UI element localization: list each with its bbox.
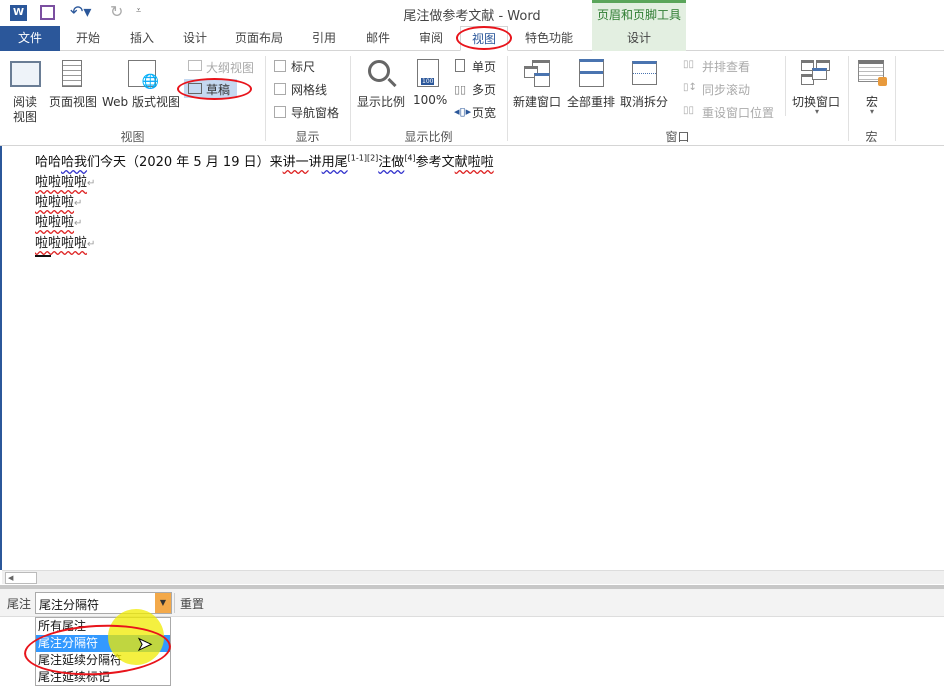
new-window-label: 新建窗口 — [513, 95, 562, 109]
nav-pane-checkbox[interactable] — [274, 106, 286, 118]
tab-references[interactable]: 引用 — [311, 31, 336, 45]
endnote-pane-label: 尾注 — [7, 597, 32, 611]
macros-icon — [858, 60, 887, 86]
group-label-show: 显示 — [295, 130, 320, 144]
group-label-views: 视图 — [120, 130, 145, 144]
zoom-label: 显示比例 — [357, 95, 406, 109]
chevron-down-icon[interactable]: ▼ — [155, 593, 171, 613]
document-line-1: 哈哈哈我们今天（2020 年 5 月 19 日）来讲一讲用尾[1-1][2]注做… — [35, 153, 494, 170]
arrange-all-icon — [579, 59, 604, 87]
annotation-circle — [177, 78, 252, 100]
arrange-all-label: 全部重排 — [567, 95, 616, 109]
switch-windows-icon — [801, 60, 831, 86]
tab-review[interactable]: 审阅 — [418, 31, 443, 45]
dropdown-arrow-icon: ▾ — [870, 107, 875, 116]
tab-file[interactable]: 文件 — [0, 26, 60, 51]
one-page-icon — [455, 59, 465, 72]
web-page-icon: 🌐 — [128, 60, 159, 90]
nav-pane-label: 导航窗格 — [291, 106, 340, 120]
option-all-endnotes[interactable]: 所有尾注 — [38, 619, 87, 633]
one-page-button[interactable]: 单页 — [472, 60, 497, 74]
tab-header-footer-design[interactable]: 设计 — [592, 26, 686, 51]
word-logo-icon: W — [10, 5, 27, 21]
outline-icon — [188, 60, 202, 71]
group-label-window: 窗口 — [665, 130, 690, 144]
reset-position-button[interactable]: 重设窗口位置 — [702, 106, 775, 120]
gridlines-checkbox[interactable] — [274, 83, 286, 95]
option-continuation-separator[interactable]: 尾注延续分隔符 — [38, 653, 123, 667]
page-width-icon: ◂▯▸ — [454, 105, 472, 118]
sync-scroll-icon: ▯↕ — [683, 82, 697, 93]
customize-qat-icon[interactable]: ⩡ — [136, 6, 142, 16]
document-line-3: 啦啦啦↵ — [35, 195, 83, 210]
ribbon: 阅读 视图 页面视图 🌐 Web 版式视图 大纲视图 草稿 视图 标尺 网格线 … — [0, 51, 944, 146]
document-line-4: 啦啦啦↵ — [35, 215, 83, 230]
tab-special-features[interactable]: 特色功能 — [524, 31, 573, 45]
selected-value: 尾注分隔符 — [39, 598, 100, 612]
pane-splitter[interactable] — [0, 585, 944, 589]
endnote-reference[interactable]: [4] — [404, 153, 416, 163]
read-mode-label: 阅读 — [13, 95, 38, 109]
split-icon — [632, 61, 657, 85]
tab-design[interactable]: 设计 — [182, 31, 207, 45]
web-layout-label: Web 版式视图 — [102, 95, 180, 109]
save-icon[interactable] — [40, 5, 55, 20]
undo-icon[interactable]: ↶▾ — [70, 2, 92, 21]
tab-insert[interactable]: 插入 — [129, 31, 154, 45]
tab-mailings[interactable]: 邮件 — [365, 31, 390, 45]
multi-page-button[interactable]: 多页 — [472, 83, 497, 97]
scroll-left-icon[interactable]: ◀ — [5, 572, 37, 584]
document-line-2: 啦啦啦啦↵ — [35, 175, 96, 190]
title-bar: W ↶▾ ↻ ⩡ 尾注做参考文献 - Word 页眉和页脚工具 — [0, 0, 944, 26]
contextual-tab-group: 页眉和页脚工具 — [592, 0, 686, 26]
annotation-circle — [456, 26, 512, 50]
endnote-type-select[interactable]: 尾注分隔符 ▼ — [35, 592, 172, 614]
group-label-zoom: 显示比例 — [404, 130, 453, 144]
magnifier-handle-icon — [387, 77, 397, 88]
group-label-macros: 宏 — [865, 130, 878, 144]
mouse-cursor-icon: ➤ — [136, 634, 153, 656]
read-mode-label-2: 视图 — [13, 110, 38, 124]
zoom-100-icon: 100 — [417, 59, 439, 87]
reset-button[interactable]: 重置 — [180, 597, 205, 611]
document-line-5: 啦啦啦啦↵ — [35, 236, 96, 251]
macros-label: 宏 — [866, 95, 879, 109]
ribbon-tabs: 文件 开始 插入 设计 页面布局 引用 邮件 审阅 视图 特色功能 设计 — [0, 26, 944, 51]
reset-position-icon: ▯▯ — [683, 105, 695, 116]
multi-page-icon: ▯▯ — [454, 83, 467, 96]
endnote-reference[interactable]: [1-1][2] — [347, 153, 379, 163]
zoom-100-label: 100% — [413, 93, 448, 107]
book-icon — [10, 61, 41, 87]
sync-scroll-button[interactable]: 同步滚动 — [702, 83, 751, 97]
tab-page-layout[interactable]: 页面布局 — [234, 31, 283, 45]
new-window-icon — [524, 60, 550, 87]
outline-label: 大纲视图 — [206, 61, 255, 75]
switch-windows-label: 切换窗口 — [792, 95, 841, 109]
cursor-highlight — [108, 609, 164, 665]
document-area[interactable]: 哈哈哈我们今天（2020 年 5 月 19 日）来讲一讲用尾[1-1][2]注做… — [0, 146, 944, 570]
gridlines-label: 网格线 — [291, 83, 328, 97]
magnifier-icon — [368, 60, 390, 82]
redo-icon[interactable]: ↻ — [110, 2, 124, 21]
tab-home[interactable]: 开始 — [75, 31, 100, 45]
side-by-side-icon: ▯▯ — [683, 59, 695, 70]
remove-split-label: 取消拆分 — [620, 95, 669, 109]
ruler-label: 标尺 — [291, 60, 316, 74]
page-icon — [62, 60, 82, 87]
print-layout-label: 页面视图 — [49, 95, 98, 109]
dropdown-arrow-icon: ▾ — [815, 107, 820, 116]
horizontal-scrollbar[interactable]: ◀ — [2, 570, 944, 584]
window-title: 尾注做参考文献 - Word — [403, 9, 541, 24]
end-of-document-mark — [35, 255, 51, 257]
page-width-button[interactable]: 页宽 — [472, 106, 497, 120]
option-continuation-notice[interactable]: 尾注延续标记 — [38, 670, 111, 684]
side-by-side-button[interactable]: 并排查看 — [702, 60, 751, 74]
ruler-checkbox[interactable] — [274, 60, 286, 72]
